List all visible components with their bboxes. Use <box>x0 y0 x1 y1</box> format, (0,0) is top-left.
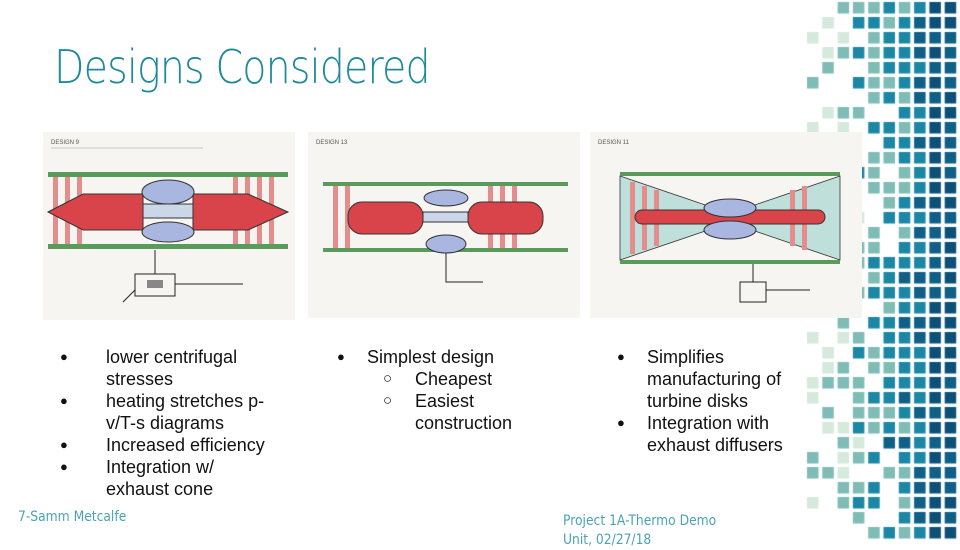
bullet-item: Integration with exhaust diffusers <box>617 412 797 456</box>
footer-project: Project 1A-Thermo Demo Unit, 02/27/18 <box>563 512 716 550</box>
sub-bullet-item: Easiest construction <box>337 390 525 434</box>
sub-bullet-item: Cheapest <box>337 368 525 390</box>
bullet-item: lower centrifugal stresses <box>60 346 275 390</box>
sketch-label: DESIGN 11 <box>598 140 630 146</box>
footer-project-date: Unit, 02/27/18 <box>563 532 652 548</box>
footer-author: 7-Samm Metcalfe <box>18 509 127 525</box>
bullet-item: Simplest design <box>337 346 537 368</box>
footer-project-title: Project 1A-Thermo Demo <box>563 513 717 529</box>
design-13-bullets: Simplest design Cheapest Easiest constru… <box>337 346 537 434</box>
design-9-sketch: DESIGN 9 <box>43 132 295 320</box>
design-9-bullets: lower centrifugal stresses heating stret… <box>60 346 275 500</box>
design-11-sketch: DESIGN 11 <box>590 132 862 318</box>
sketch-label: DESIGN 9 <box>51 140 80 146</box>
page-title: Designs Considered <box>54 40 431 94</box>
bullet-item: Simplifies manufacturing of turbine disk… <box>617 346 797 412</box>
design-11-bullets: Simplifies manufacturing of turbine disk… <box>617 346 797 456</box>
bullet-item: Increased efficiency <box>60 434 275 456</box>
design-13-sketch: DESIGN 13 <box>308 132 580 318</box>
sketch-label: DESIGN 13 <box>316 140 348 146</box>
bullet-item: heating stretches p-v/T-s diagrams <box>60 390 275 434</box>
bullet-item: Integration w/ exhaust cone <box>60 456 275 500</box>
